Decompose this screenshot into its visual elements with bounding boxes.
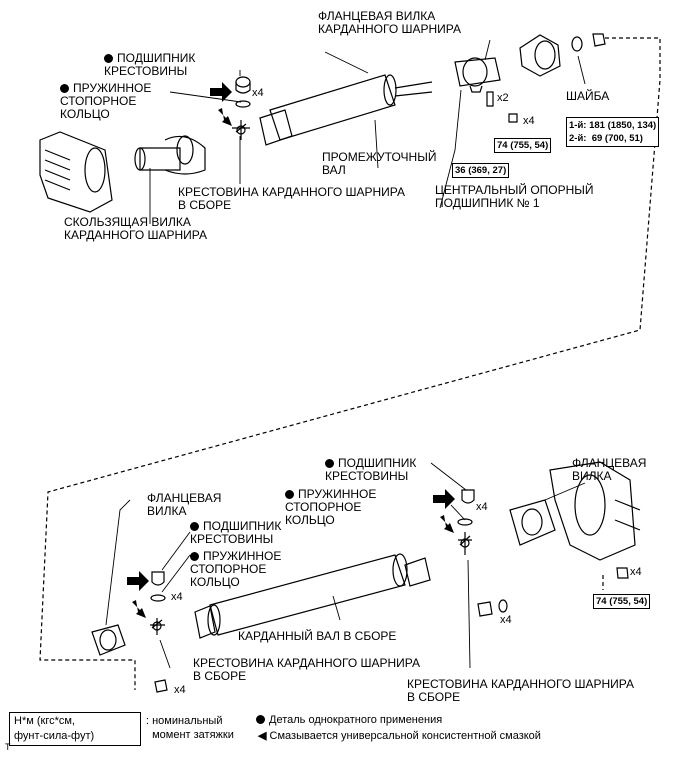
one-time-use-dot — [325, 459, 334, 468]
dashed-connector-top — [39, 37, 661, 690]
intermediate-shaft-drawing — [259, 74, 433, 146]
leader-lines — [105, 39, 586, 669]
label-spider-left: КРЕСТОВИНА КАРДАННОГО ШАРНИРА В СБОРЕ — [193, 656, 421, 683]
count-bearing-right: x4 — [476, 501, 488, 513]
flange-yoke-drawing-left — [91, 624, 126, 656]
grease-arrow-5 — [433, 489, 455, 509]
label-spider-top: КРЕСТОВИНА КАРДАННОГО ШАРНИРА В СБОРЕ — [178, 185, 406, 212]
label-bearing-left: ПОДШИПНИК КРЕСТОВИНЫ — [190, 520, 281, 546]
label-bearing-top: ПОДШИПНИК КРЕСТОВИНЫ — [104, 52, 195, 78]
washer-drawing — [571, 36, 583, 52]
label-bearing-left-text: ПОДШИПНИК КРЕСТОВИНЫ — [190, 519, 282, 546]
snap-ring-drawing-top — [235, 100, 251, 108]
grease-arrow-3 — [127, 571, 149, 591]
label-washer: ШАЙБА — [566, 89, 610, 103]
label-prop-shaft: КАРДАННЫЙ ВАЛ В СБОРЕ — [238, 629, 397, 643]
count-bearing-top: x4 — [252, 87, 264, 99]
label-flange-yoke-right: ФЛАНЦЕВАЯ ВИЛКА — [572, 456, 647, 483]
label-snap-ring-right: ПРУЖИННОЕ СТОПОРНОЕ КОЛЬЦО — [285, 488, 376, 527]
torque-two-stage: 1-й: 181 (1850, 134) 2-й: 69 (700, 51) — [566, 117, 660, 147]
label-bearing-top-text: ПОДШИПНИК КРЕСТОВИНЫ — [104, 51, 196, 78]
label-snap-ring-left: ПРУЖИННОЕ СТОПОРНОЕ КОЛЬЦО — [190, 550, 281, 589]
spider-drawing-right — [458, 532, 472, 555]
nut-drawing-center — [508, 113, 518, 123]
one-time-use-dot — [60, 84, 69, 93]
grease-arrow-4 — [132, 600, 146, 618]
label-flange-yoke-left: ФЛАНЦЕВАЯ ВИЛКА — [147, 491, 222, 518]
legend-grease: ◀ Смазывается универсальной консистентно… — [258, 729, 541, 743]
label-bearing-right: ПОДШИПНИК КРЕСТОВИНЫ — [325, 457, 416, 483]
corner-mark: T — [5, 742, 11, 752]
flange-yoke-drawing-right — [509, 499, 556, 546]
bearing-cup-drawing-top — [235, 76, 251, 94]
label-intermediate-shaft: ПРОМЕЖУТОЧНЫЙ ВАЛ — [322, 150, 437, 177]
one-time-use-dot — [190, 522, 199, 531]
count-nut-center: x4 — [523, 115, 535, 127]
flange-yoke-drawing-top — [519, 34, 561, 77]
snap-ring-drawing-left — [150, 594, 166, 602]
label-slip-yoke: СКОЛЬЗЯЩАЯ ВИЛКА КАРДАННОГО ШАРНИРА — [64, 215, 207, 242]
differential-outline-drawing — [549, 461, 641, 561]
one-time-use-dot — [104, 54, 113, 63]
bearing-cup-drawing-left — [151, 571, 165, 586]
torque-first-stage: 1-й: 181 (1850, 134) — [569, 120, 657, 131]
bolt-drawing-left — [154, 679, 168, 693]
slip-yoke-drawing — [134, 135, 206, 175]
bearing-cup-drawing-right — [461, 489, 475, 504]
torque-74-top: 74 (755, 54) — [494, 138, 552, 153]
legend-unit-box: Н*м (кгс*см, фунт-сила-фут) — [9, 712, 141, 746]
propeller-shaft-drawing — [194, 553, 431, 639]
torque-74-bottom: 74 (755, 54) — [593, 594, 651, 609]
one-time-use-dot — [285, 490, 294, 499]
nut-drawing-right — [616, 567, 629, 579]
grease-arrow-2 — [218, 108, 232, 126]
legend-grease-text: Смазывается универсальной консистентной … — [269, 730, 541, 742]
washer-drawing-right — [498, 599, 508, 613]
grease-arrow-6 — [440, 515, 454, 533]
label-center-bearing: ЦЕНТРАЛЬНЫЙ ОПОРНЫЙ ПОДШИПНИК № 1 — [435, 183, 594, 210]
spider-drawing-top — [232, 120, 250, 140]
grease-arrow-icon: ◀ — [258, 730, 267, 742]
one-time-use-dot — [190, 552, 199, 561]
snap-ring-drawing-right — [457, 518, 473, 526]
grease-arrows — [127, 82, 455, 618]
center-bearing-drawing — [454, 57, 501, 93]
bolt-drawing-right — [477, 601, 493, 617]
label-spider-right: КРЕСТОВИНА КАРДАННОГО ШАРНИРА В СБОРЕ — [407, 677, 635, 704]
spider-drawing-left — [150, 618, 165, 635]
label-snap-ring-top-text: ПРУЖИННОЕ СТОПОРНОЕ КОЛЬЦО — [60, 81, 152, 121]
count-bearing-left: x4 — [171, 591, 183, 603]
legend-one-time: Деталь однократного применения — [256, 713, 442, 727]
bolt-drawing-center — [486, 91, 494, 107]
label-bearing-right-text: ПОДШИПНИК КРЕСТОВИНЫ — [325, 456, 417, 483]
torque-second-stage: 2-й: 69 (700, 51) — [569, 133, 643, 144]
grease-arrow-1 — [210, 82, 232, 102]
nut-drawing-top — [592, 33, 606, 47]
count-bolt-right: x4 — [500, 614, 512, 626]
count-bolt-left: x4 — [174, 684, 186, 696]
label-snap-ring-left-text: ПРУЖИННОЕ СТОПОРНОЕ КОЛЬЦО — [190, 549, 282, 589]
count-nut-right: x4 — [630, 566, 642, 578]
label-flange-yoke-top: ФЛАНЦЕВАЯ ВИЛКА КАРДАННОГО ШАРНИРА — [318, 9, 461, 36]
torque-36: 36 (369, 27) — [452, 163, 510, 178]
legend-nominal-torque: : номинальный момент затяжки — [146, 715, 234, 741]
transmission-outline-drawing — [39, 131, 113, 213]
count-bolt-center: x2 — [497, 92, 509, 104]
label-snap-ring-top: ПРУЖИННОЕ СТОПОРНОЕ КОЛЬЦО — [60, 82, 151, 121]
one-time-use-dot — [256, 715, 265, 724]
legend-one-time-text: Деталь однократного применения — [269, 714, 443, 726]
label-snap-ring-right-text: ПРУЖИННОЕ СТОПОРНОЕ КОЛЬЦО — [285, 487, 377, 527]
